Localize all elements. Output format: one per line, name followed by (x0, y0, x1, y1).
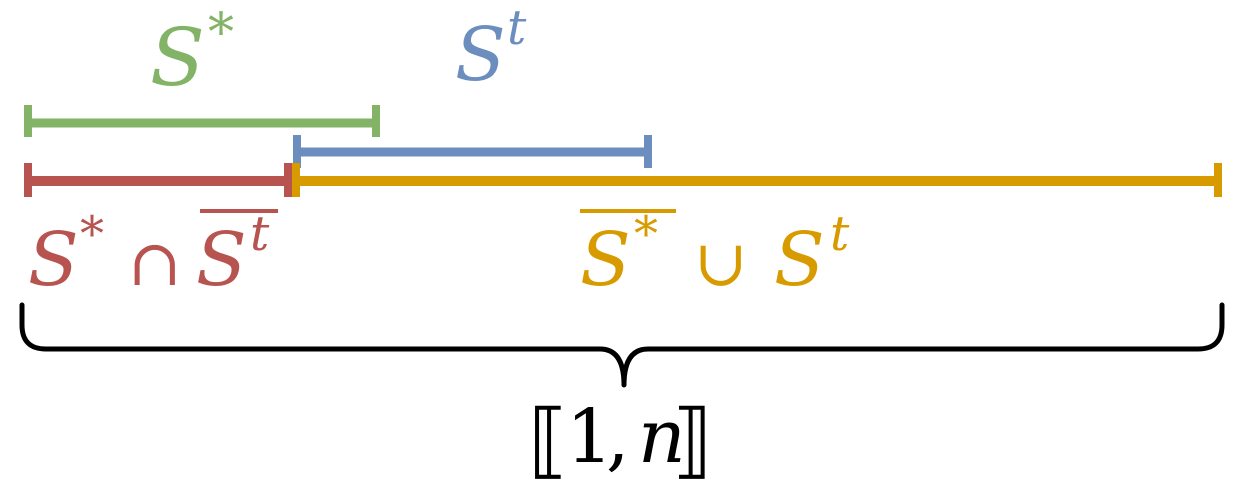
s-star-interval (24, 105, 380, 137)
s-t-sup: t (507, 0, 527, 56)
range-close-bracket: ⟧ (672, 393, 713, 483)
intersection-interval (24, 163, 292, 197)
intersection-operator: ∩ (128, 227, 182, 301)
curly-brace (19, 302, 1225, 388)
s-star-base: S (150, 11, 205, 104)
union-right-base: S (774, 217, 825, 303)
union-label: S * ∪ S t (580, 206, 850, 303)
range-open-bracket: ⟦ (528, 393, 569, 483)
union-left-base: S (580, 217, 631, 303)
s-t-interval (293, 135, 652, 168)
intersection-right-base: S (196, 217, 247, 303)
s-star-sup: * (208, 3, 234, 63)
range-start: 1 (566, 394, 613, 480)
union-operator: ∪ (694, 227, 748, 301)
range-end: n (638, 394, 686, 480)
union-left-sup: * (634, 206, 658, 262)
intersection-label: S * ∩ S t (28, 206, 278, 303)
union-right-sup: t (830, 206, 850, 262)
intersection-left-sup: * (80, 206, 104, 262)
union-interval (292, 163, 1222, 197)
range-label: ⟦ 1 , n ⟧ (528, 393, 713, 483)
intersection-right-sup: t (250, 206, 270, 262)
s-t-base: S (455, 12, 506, 98)
intersection-left-base: S (28, 217, 79, 303)
s-t-label: S t (455, 0, 527, 98)
s-star-label: S * (150, 3, 234, 104)
range-comma: , (606, 394, 630, 480)
